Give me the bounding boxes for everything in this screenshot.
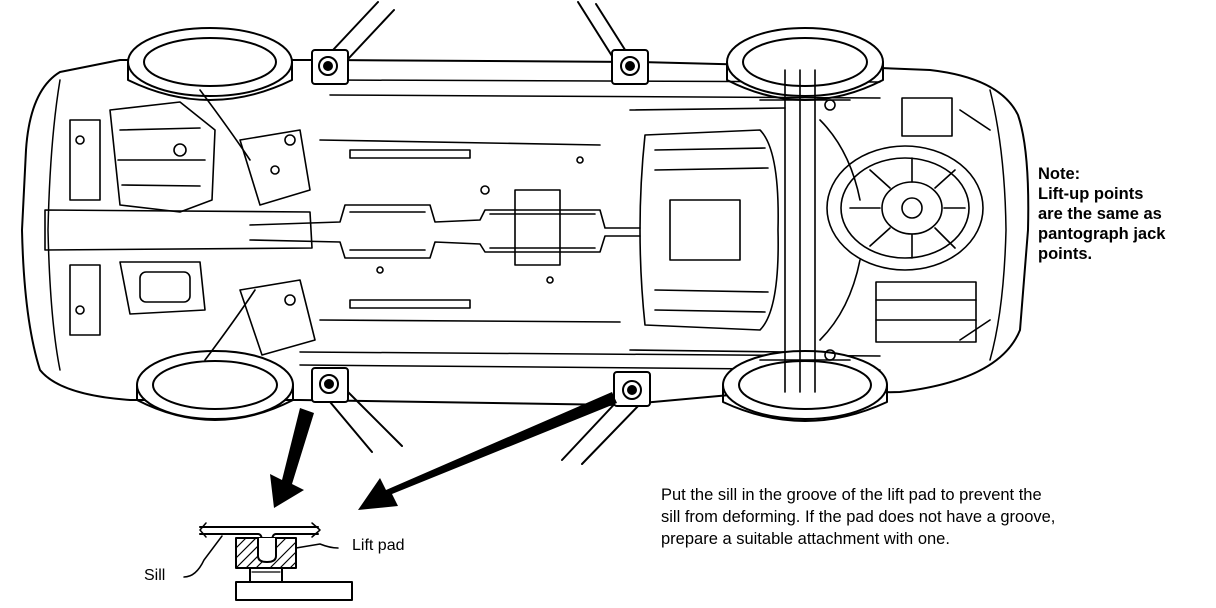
rear-components (875, 97, 991, 343)
pointer-arrow-right (358, 392, 617, 510)
front-right-wheel (136, 350, 294, 421)
lift-point-rear-left (611, 49, 649, 85)
front-left-wheel (127, 27, 293, 101)
note-line: Lift-up points (1038, 185, 1144, 203)
sill-lift-pad-detail (183, 522, 353, 601)
note-line: points. (1038, 245, 1093, 263)
instruction-line: Put the sill in the groove of the lift p… (661, 486, 1042, 504)
lift-pad-label: Lift pad (352, 537, 405, 554)
sill-instruction-text: Put the sill in the groove of the lift p… (661, 484, 1206, 550)
exhaust-system (249, 139, 641, 323)
rear-axle (759, 69, 861, 393)
pointer-arrow-left (270, 408, 314, 508)
lift-point-front-right (311, 367, 349, 403)
car-body-outline (21, 59, 1030, 406)
instruction-line: prepare a suitable attachment with one. (661, 530, 950, 548)
note-line: pantograph jack (1038, 225, 1166, 243)
spare-tire (826, 145, 984, 271)
instruction-line: sill from deforming. If the pad does not… (661, 508, 1056, 526)
lift-point-rear-right (613, 371, 651, 407)
note-lift-up-points: Note: Lift-up points are the same as pan… (1038, 164, 1213, 264)
sill-label: Sill (144, 567, 166, 584)
rear-right-wheel (722, 350, 888, 422)
note-line: Note: (1038, 165, 1081, 183)
lift-point-front-left (311, 49, 349, 85)
fuel-tank (629, 107, 786, 353)
note-line: are the same as (1038, 205, 1162, 223)
lift-arms (317, 1, 641, 465)
engine-and-subframe (44, 89, 316, 361)
rear-left-wheel (726, 27, 884, 101)
